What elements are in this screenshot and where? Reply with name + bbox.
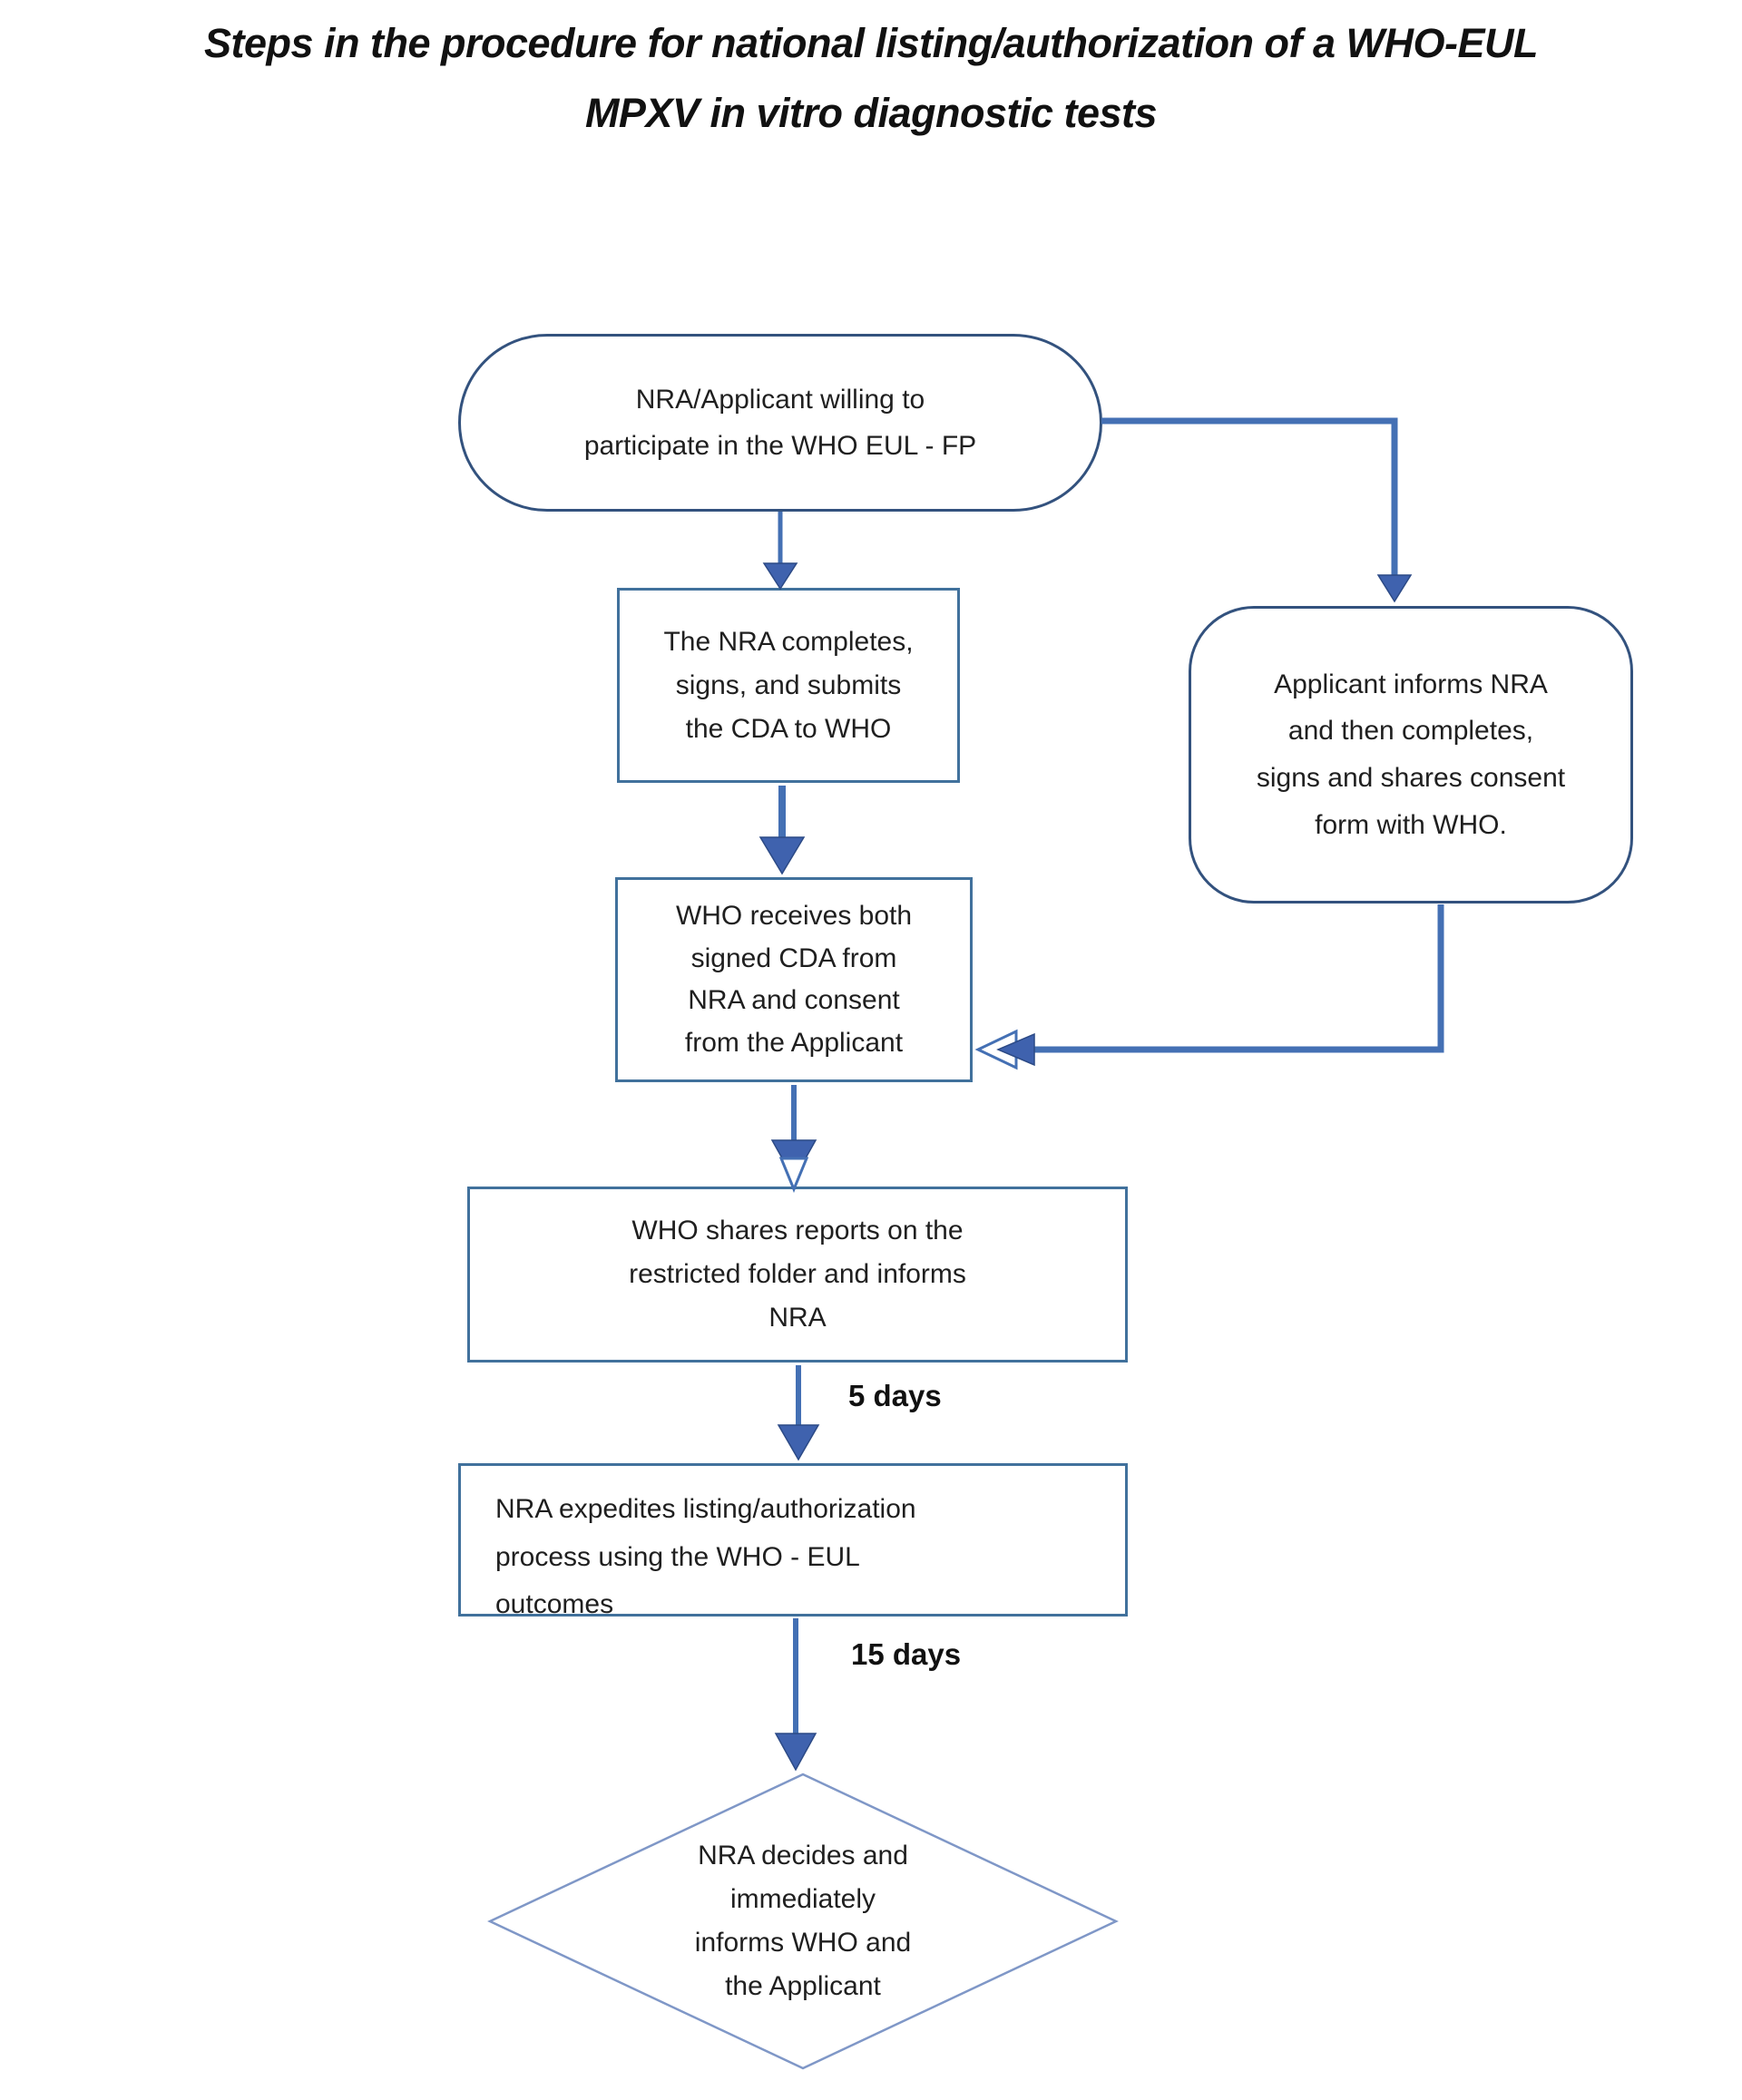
node-applicant-consent: Applicant informs NRA and then completes…	[1189, 606, 1633, 903]
node-nra-decides-label-text: NRA decides and immediately informs WHO …	[694, 1841, 912, 2001]
arrow-nra-expedites-to-nra-decides	[774, 1618, 817, 1772]
node-who-shares: WHO shares reports on the restricted fol…	[467, 1187, 1128, 1363]
node-start-label: NRA/Applicant willing to participate in …	[583, 385, 977, 461]
node-who-shares-label: WHO shares reports on the restricted fol…	[629, 1216, 966, 1333]
arrow-start-to-nra-cda	[762, 512, 798, 591]
node-nra-cda-label: The NRA completes, signs, and submits th…	[663, 626, 914, 744]
node-nra-cda: The NRA completes, signs, and submits th…	[617, 588, 960, 783]
page-title: Steps in the procedure for national list…	[203, 20, 1539, 136]
node-who-receives: WHO receives both signed CDA from NRA an…	[615, 877, 973, 1082]
node-who-receives-label: WHO receives both signed CDA from NRA an…	[675, 901, 913, 1058]
arrow-start-to-applicant-consent	[1101, 417, 1413, 603]
node-applicant-consent-label: Applicant informs NRA and then completes…	[1256, 669, 1566, 840]
node-nra-expedites-label: NRA expedites listing/authorization proc…	[495, 1494, 916, 1619]
arrow-nra-cda-to-who-receives	[758, 786, 806, 875]
arrow-applicant-consent-to-who-receives	[974, 904, 1444, 1070]
node-nra-decides: NRA decides and immediately informs WHO …	[603, 1803, 1003, 2039]
node-start: NRA/Applicant willing to participate in …	[458, 334, 1102, 512]
arrow-who-shares-to-nra-expedites	[777, 1365, 820, 1461]
edge-label-15-days: 15 days	[851, 1637, 962, 1671]
node-nra-expedites: NRA expedites listing/authorization proc…	[458, 1463, 1128, 1619]
edge-label-5-days: 5 days	[848, 1379, 942, 1412]
arrow-who-receives-to-who-shares	[770, 1085, 817, 1193]
